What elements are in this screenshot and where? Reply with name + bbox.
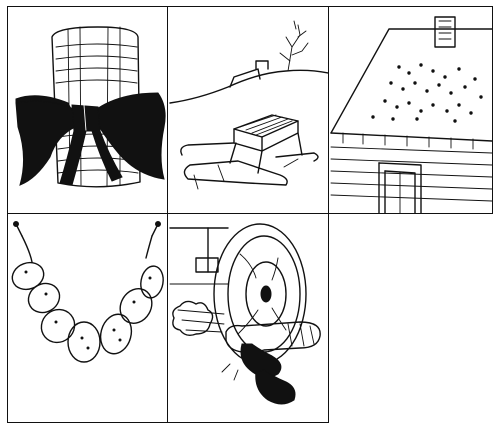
snowy-roof-icon xyxy=(330,16,492,213)
panel-hat xyxy=(7,6,168,214)
hat-with-bow-icon xyxy=(15,26,166,188)
wheel-and-shoe-icon xyxy=(169,223,321,405)
panel-wheel xyxy=(167,213,329,423)
panel-potatoes xyxy=(7,213,168,423)
panel-sled xyxy=(167,6,329,214)
potato-garland-icon xyxy=(11,221,164,363)
panel-roof xyxy=(328,6,493,214)
snow-speckles xyxy=(371,63,483,123)
sled-icon xyxy=(169,20,328,190)
